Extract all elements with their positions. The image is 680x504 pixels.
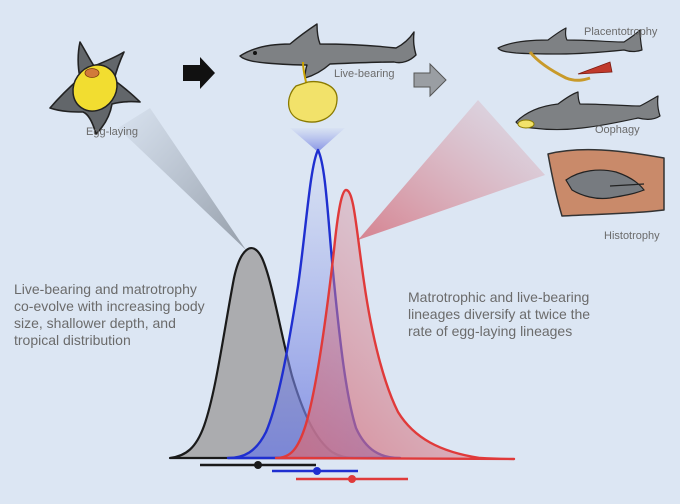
label-egg-laying: Egg-laying: [86, 126, 138, 138]
right-description: Matrotrophic and live-bearing lineages d…: [408, 289, 590, 340]
left-text-line: size, shallower depth, and: [14, 315, 176, 331]
left-text-line: tropical distribution: [14, 332, 131, 348]
left-text-line: co-evolve with increasing body: [14, 298, 205, 314]
live-bearing-mean-point: [313, 467, 321, 475]
histotrophy-ray-illustration: [547, 148, 665, 217]
black-arrow-icon: [183, 57, 215, 89]
right-text-line: rate of egg-laying lineages: [408, 323, 573, 339]
matrotrophy-cone: [358, 100, 545, 240]
matrotrophy-distribution: [274, 188, 516, 461]
egg-case-illustration: [49, 41, 141, 135]
rate-intervals: [200, 461, 408, 483]
right-text-line: lineages diversify at twice the: [408, 306, 591, 322]
live-bearing-shark-illustration: [239, 23, 417, 123]
placentotrophy-shark-illustration: [497, 27, 643, 82]
label-oophagy: Oophagy: [595, 124, 640, 136]
matrotrophy-mean-point: [348, 475, 356, 483]
grey-arrow-icon: [413, 62, 447, 98]
right-text-line: Matrotrophic and live-bearing: [408, 289, 590, 305]
label-placentotrophy: Placentotrophy: [584, 26, 658, 38]
label-live-bearing: Live-bearing: [334, 68, 395, 80]
label-histotrophy: Histotrophy: [604, 230, 660, 242]
egg-laying-mean-point: [254, 461, 262, 469]
left-text-line: Live-bearing and matrotrophy: [14, 281, 197, 297]
left-description: Live-bearing and matrotrophy co-evolve w…: [14, 281, 205, 349]
oophagy-shark-illustration: [515, 91, 661, 131]
egg-laying-cone: [118, 108, 246, 250]
live-bearing-cone: [290, 128, 345, 152]
